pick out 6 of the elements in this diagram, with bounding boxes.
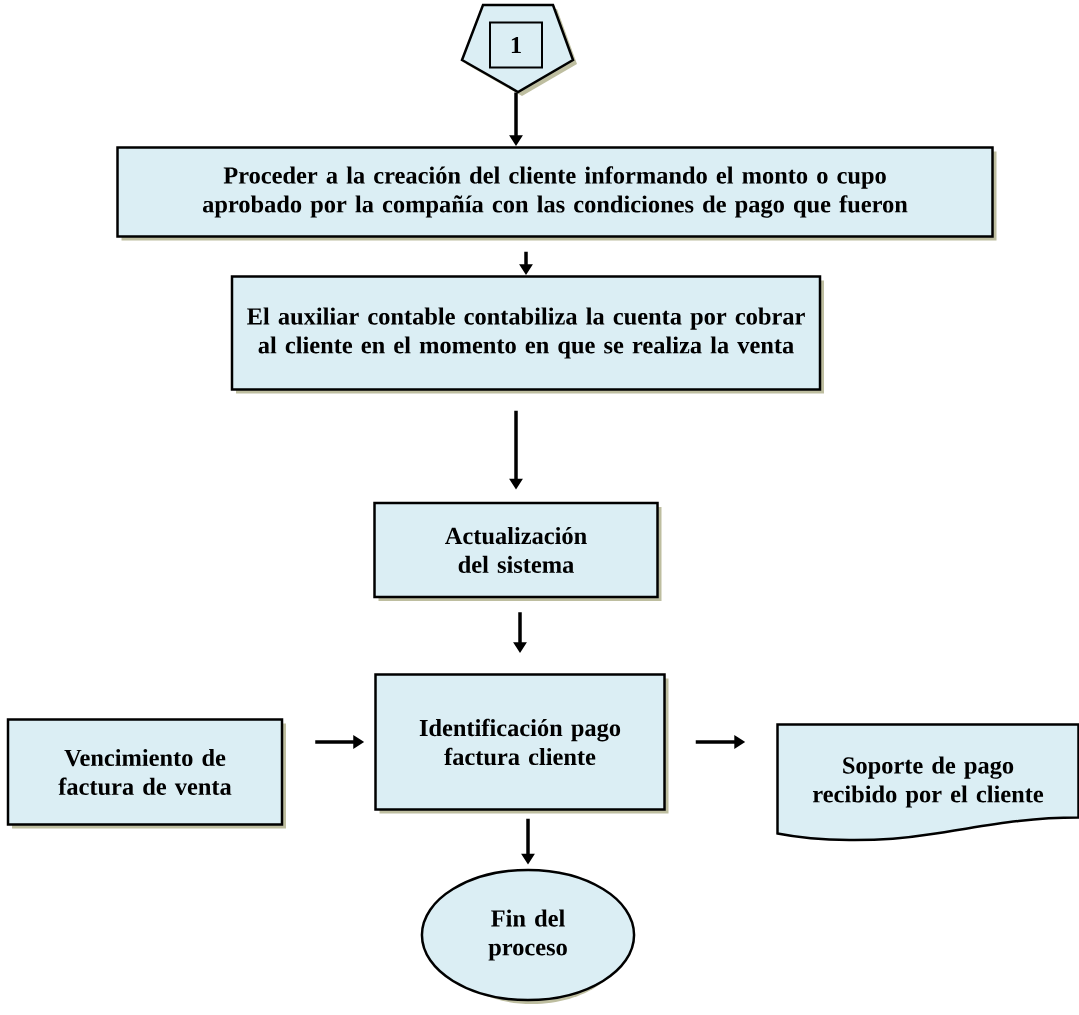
process-box: Vencimiento de factura de venta [6, 718, 286, 829]
process-box: Actualización del sistema [373, 501, 662, 601]
process-box: Proceder a la creación del cliente informando el monto o cupo aprobado por la compañía con las condiciones de pago que fueron [116, 146, 997, 241]
off-page-connector: 1 [460, 3, 577, 96]
process-box: Identificación pago factura cliente [374, 673, 669, 814]
process-box: El auxiliar contable contabiliza la cuenta por cobrar al cliente en el momento en que se realiza la venta [230, 275, 824, 394]
